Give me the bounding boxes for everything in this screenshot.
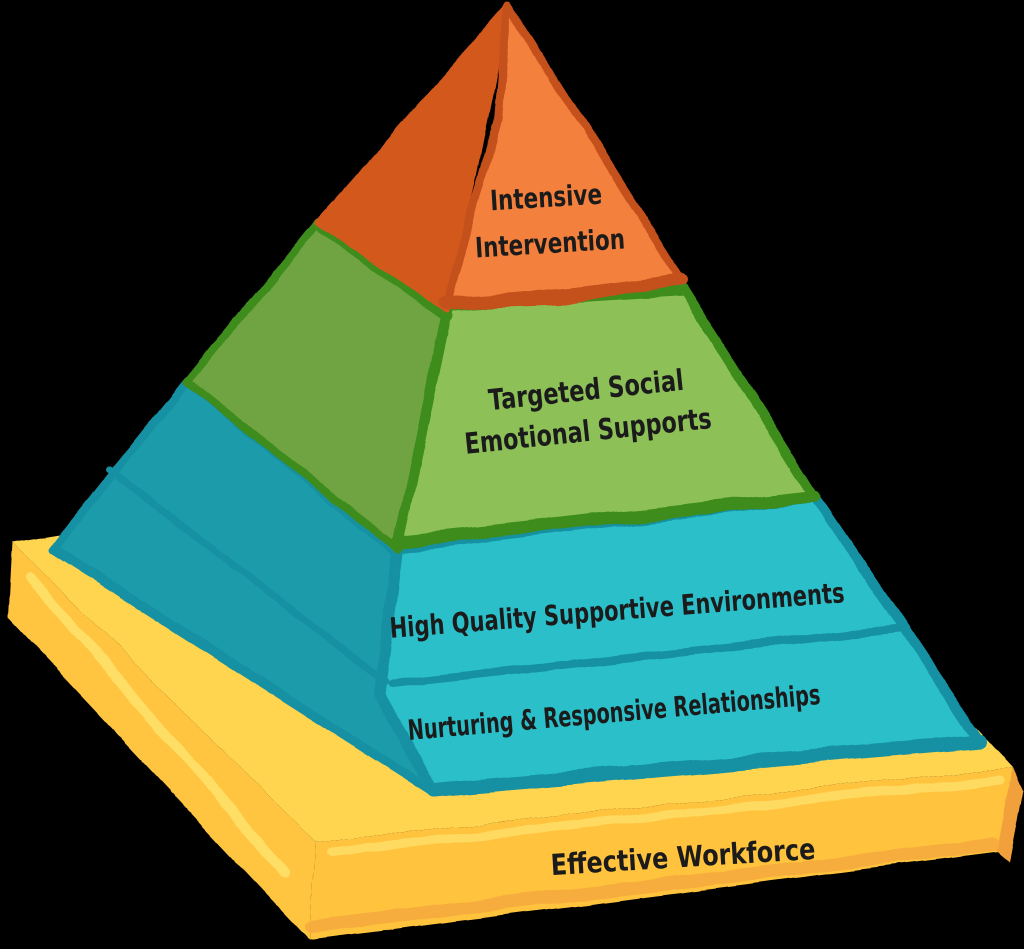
- teal-bottom-border-front: [427, 734, 987, 797]
- targeted-bottom-border: [392, 490, 821, 547]
- workforce-left-face-highlight-stripe: [25, 573, 290, 877]
- workforce-front-face-shadow-stripe: [305, 838, 999, 933]
- teal-band-divider-front-face: [388, 624, 908, 688]
- intensive-intervention-label-line1: Intensive: [489, 178, 603, 218]
- workforce-front-face-highlight-stripe: [325, 774, 1005, 857]
- intensive-bottom-border: [439, 273, 687, 309]
- workforce-base-front-face: [310, 767, 1013, 940]
- teal-bottom-border-left: [51, 545, 435, 795]
- workforce-base-right-edge-face: [996, 767, 1023, 862]
- intensive-tier-left-face: [315, 3, 511, 313]
- teal-band-divider-left-face: [106, 466, 389, 686]
